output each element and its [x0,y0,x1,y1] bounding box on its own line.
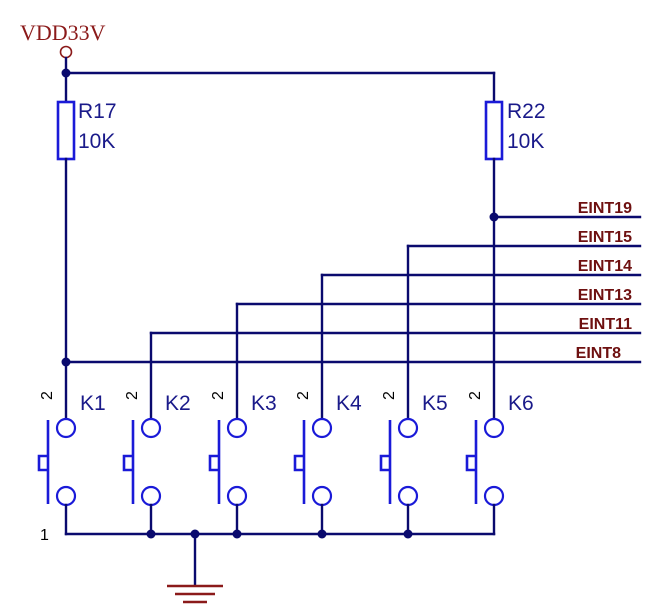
net-label-eint11: EINT11 [579,316,632,333]
resistor-r17-ref: R17 [78,100,117,123]
switch-pin-bottom [55,485,77,507]
switch-pin-bottom [226,485,248,507]
resistor-r17: R17 10K [56,100,117,161]
switch-k6: 2 K6 [465,391,534,507]
switch-pin-number-bottom: 1 [40,527,49,544]
switch-k1: 2 K1 [37,391,106,507]
switch-actuator [37,454,48,472]
power-symbol [59,45,73,59]
junction-dot [403,529,413,539]
switch-pin-top [226,417,248,439]
switch-pin-bottom [140,485,162,507]
resistor-r22-ref: R22 [507,100,546,123]
switch-ref: K2 [165,392,191,415]
switch-pin-top [311,417,333,439]
switch-pin-top [483,417,505,439]
switch-ref: K6 [508,392,534,415]
switch-actuator [208,454,219,472]
switch-pin-number: 2 [210,391,227,400]
switch-actuator [465,454,476,472]
junction-dot [146,529,156,539]
switch-ref: K4 [336,392,362,415]
switch-pin-top [55,417,77,439]
switch-pin-bottom [311,485,333,507]
switch-pin-number: 2 [124,391,141,400]
resistor-r22-value: 10K [507,130,544,153]
switch-pin-number: 2 [381,391,398,400]
switch-actuator [293,454,304,472]
switch-ref: K5 [422,392,448,415]
switch-pin-top [140,417,162,439]
switch-k5: 2 K5 [379,391,448,507]
switch-pin-number: 2 [467,391,484,400]
net-label-eint14: EINT14 [578,258,632,275]
junction-dot [232,529,242,539]
power-label: VDD33V [20,20,106,45]
junction-dot [489,212,499,222]
junction-dot [317,529,327,539]
switch-k2: 2 K2 [122,391,191,507]
resistor-r22: R22 10K [484,100,546,161]
net-label-eint15: EINT15 [578,229,632,246]
switch-pin-bottom [397,485,419,507]
switch-k3: 2 K3 [208,391,277,507]
net-label-eint13: EINT13 [578,287,632,304]
switch-actuator [379,454,390,472]
switch-pin-top [397,417,419,439]
switch-k4: 2 K4 [293,391,362,507]
net-label-eint19: EINT19 [578,200,632,217]
net-label-eint8: EINT8 [576,345,621,362]
ground-symbol [167,532,223,604]
resistor-r17-body [56,100,76,161]
switch-pin-bottom [483,485,505,507]
switch-actuator [122,454,133,472]
switch-pin-number: 2 [39,391,56,400]
resistor-r17-value: 10K [78,130,115,153]
resistor-r22-body [484,100,504,161]
switch-ref: K3 [251,392,277,415]
switch-pin-number: 2 [295,391,312,400]
switch-ref: K1 [80,392,106,415]
